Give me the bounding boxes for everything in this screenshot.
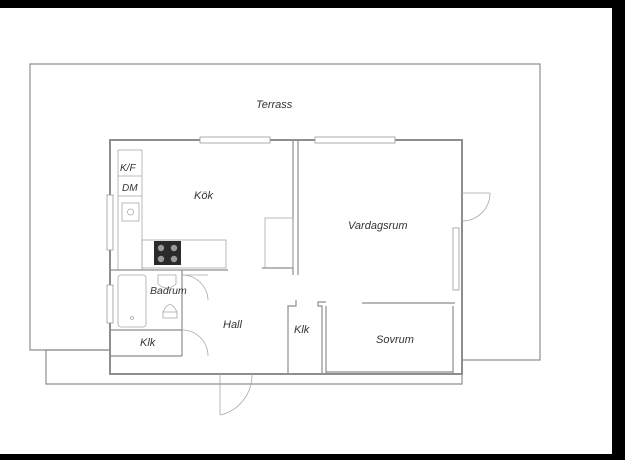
label-kok: Kök: [194, 190, 213, 202]
wall-klk-mid-right: [317, 301, 326, 374]
chimney-block: [264, 217, 294, 269]
floor-plan-sheet: [0, 8, 612, 454]
klk-door-swing: [181, 329, 209, 357]
window-bath: [106, 284, 114, 324]
entrance-door-swing: [219, 373, 253, 416]
wall-klk-mid-left: [287, 300, 297, 374]
toilet-bowl: [162, 304, 178, 313]
kitchen-sink: [121, 202, 140, 222]
washbasin: [157, 274, 177, 289]
kitchen-sink-drain: [127, 208, 134, 216]
stove-burner-2: [170, 244, 178, 252]
label-klk-mid: Klk: [294, 324, 310, 336]
bathtub-drain: [130, 316, 134, 320]
apartment-lower-wall: [45, 349, 463, 385]
window-living-top: [314, 136, 396, 144]
window-kitchen: [199, 136, 271, 144]
counter-bottom: [141, 239, 227, 269]
label-dm: DM: [122, 183, 138, 194]
toilet-tank: [162, 311, 178, 319]
window-left: [106, 194, 114, 251]
label-hall: Hall: [223, 319, 243, 331]
label-sovrum: Sovrum: [376, 334, 414, 346]
label-vardagsrum: Vardagsrum: [348, 220, 408, 232]
terrace-outline: [29, 63, 541, 361]
bathtub: [117, 274, 147, 328]
stove-burner-4: [170, 255, 178, 263]
label-badrum: Badrum: [150, 285, 187, 297]
stove: [154, 241, 181, 265]
label-kf: K/F: [120, 163, 136, 174]
stove-burner-3: [157, 255, 165, 263]
label-terrass: Terrass: [256, 99, 293, 111]
label-klk-left: Klk: [140, 337, 156, 349]
stove-burner-1: [157, 244, 165, 252]
window-living-right: [452, 227, 460, 291]
balcony-door-swing: [461, 192, 491, 222]
